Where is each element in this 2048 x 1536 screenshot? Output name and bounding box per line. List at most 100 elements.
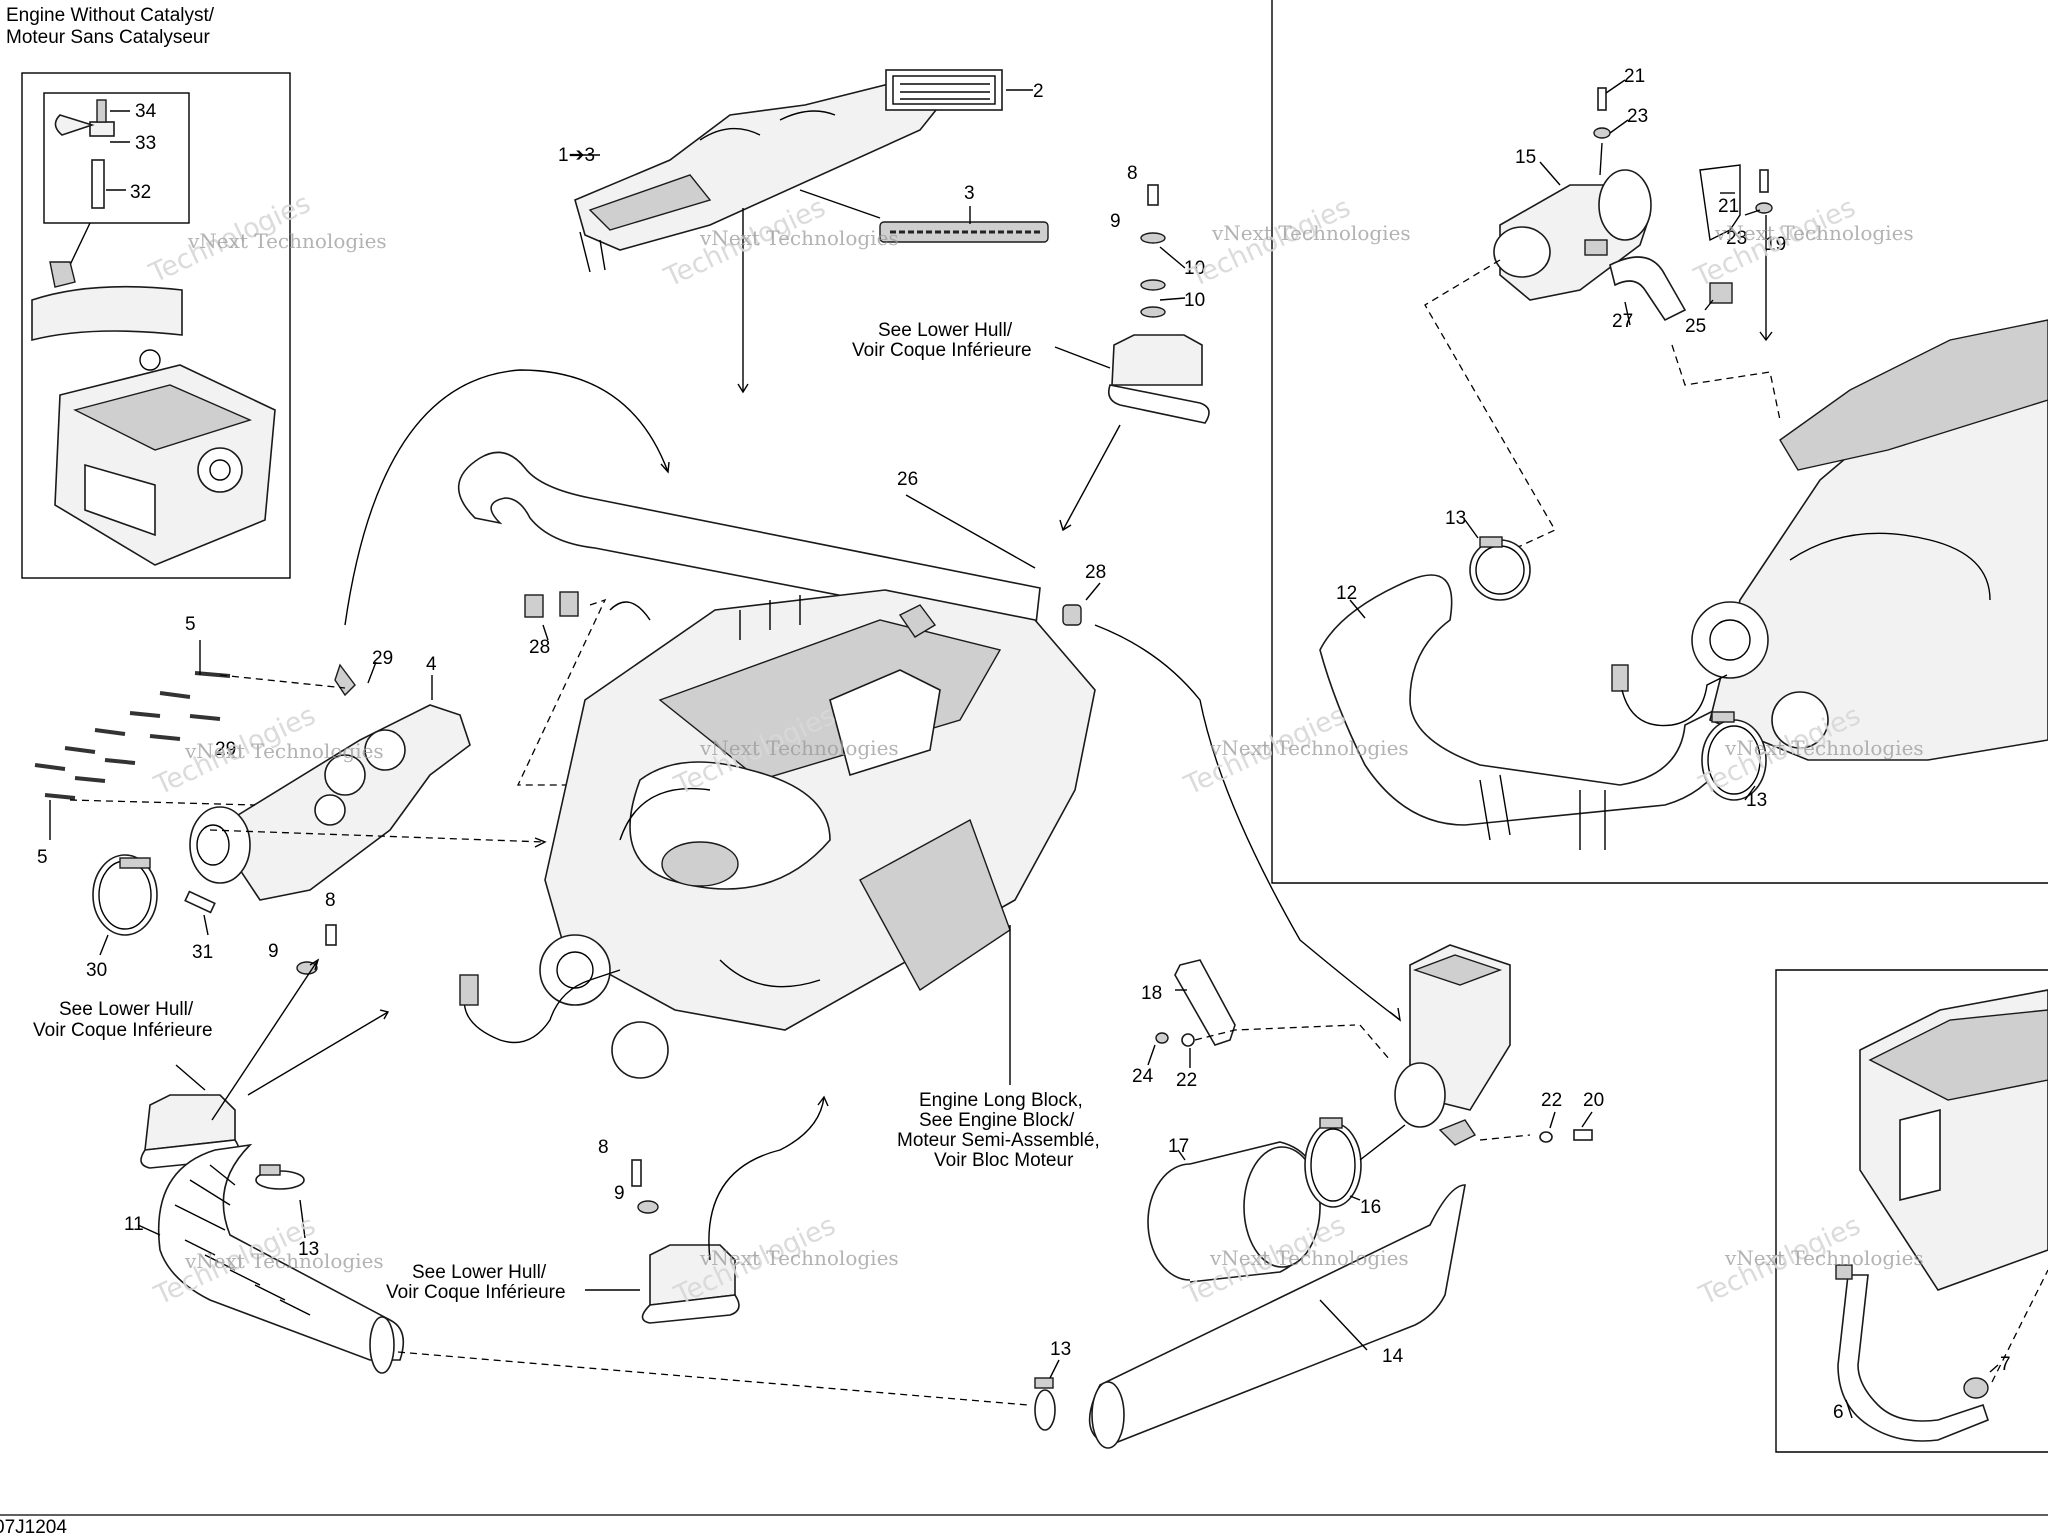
callout-labels: 34 33 32 1➔3 2 3 8 9 10 10 26 28 28 5 5 … <box>37 66 2011 1423</box>
callout-27: 27 <box>1612 311 1633 332</box>
hose-icon-6 <box>1835 1264 1989 1442</box>
callout-33: 33 <box>135 133 156 154</box>
bottom-right-panel-frame <box>1775 969 2048 1453</box>
callout-23-right: 23 <box>1726 228 1747 249</box>
watermark-10a: vNext Technologies <box>699 1246 899 1270</box>
callout-34: 34 <box>135 101 157 122</box>
footer-code: 07J1204 <box>0 1517 67 1536</box>
callout-31: 31 <box>192 942 213 963</box>
note-engine-block-line2: See Engine Block/ <box>919 1110 1075 1131</box>
engine-right-icon <box>1691 319 2048 761</box>
callout-24: 24 <box>1132 1066 1154 1087</box>
callout-32: 32 <box>130 182 151 203</box>
inset-engine-illustration <box>54 364 276 566</box>
bolt-icons-left <box>34 671 231 800</box>
callout-10a: 10 <box>1184 258 1205 279</box>
note-lower-hull-top-line1: See Lower Hull/ <box>878 320 1013 341</box>
intake-hose-icon <box>157 1143 405 1374</box>
callout-21-right: 21 <box>1718 196 1739 217</box>
wiring-sensor-icon-main <box>459 969 621 1044</box>
callout-9-left: 9 <box>268 941 279 962</box>
note-engine-block: Engine Long Block, See Engine Block/ Mot… <box>897 1090 1100 1171</box>
bolt-icon-21a <box>1597 87 1607 111</box>
right-panel-frame <box>1271 0 2048 884</box>
watermark-3a: vNext Technologies <box>1211 221 1411 245</box>
callout-8-left: 8 <box>325 890 336 911</box>
callout-5-bottom: 5 <box>37 847 48 868</box>
callout-23-top: 23 <box>1627 106 1648 127</box>
callout-22-right: 22 <box>1541 1090 1562 1111</box>
watermark-12a: vNext Technologies <box>1724 1246 1924 1270</box>
callout-11: 11 <box>124 1214 144 1235</box>
watermark-9a: vNext Technologies <box>184 1249 384 1273</box>
water-box-icon <box>1394 944 1511 1146</box>
watermark-8a: vNext Technologies <box>1724 736 1924 760</box>
callout-8-bottom: 8 <box>598 1137 609 1158</box>
decal-icon <box>879 69 1049 243</box>
callout-29-mid: 29 <box>215 739 236 760</box>
callout-30: 30 <box>86 960 107 981</box>
watermark-5a: vNext Technologies <box>184 739 384 763</box>
callout-16: 16 <box>1360 1197 1381 1218</box>
wiring-sensor-icon-right <box>1611 664 1728 727</box>
note-lower-hull-top: See Lower Hull/ Voir Coque Inférieure <box>852 320 1032 361</box>
callout-13-left: 13 <box>298 1239 319 1260</box>
callout-17: 17 <box>1168 1136 1189 1157</box>
watermark-7a: vNext Technologies <box>1209 736 1409 760</box>
callout-12: 12 <box>1336 583 1357 604</box>
callout-28-left: 28 <box>529 637 550 658</box>
engine-mount-icon-bottom <box>631 1159 740 1324</box>
watermark-2a: vNext Technologies <box>699 226 899 250</box>
water-hose-icon <box>457 451 1082 634</box>
tbody-icon-15 <box>1493 169 1652 301</box>
bolt-washer-icon-left <box>296 924 337 975</box>
clamp-icon-16 <box>1304 1117 1362 1208</box>
note-engine-block-line3: Moteur Semi-Assemblé, <box>897 1130 1100 1151</box>
callout-26: 26 <box>897 469 918 490</box>
callout-13-bottom: 13 <box>1050 1339 1071 1360</box>
washer-icon-22b <box>1539 1131 1553 1143</box>
note-engine-block-line4: Voir Bloc Moteur <box>934 1150 1074 1171</box>
washer-icon-23a <box>1593 127 1611 139</box>
callout-20: 20 <box>1583 1090 1604 1111</box>
callout-10b: 10 <box>1184 290 1205 311</box>
watermark-6a: vNext Technologies <box>699 736 899 760</box>
note-lower-hull-bottom-line1: See Lower Hull/ <box>412 1262 547 1283</box>
callout-21-top: 21 <box>1624 66 1645 87</box>
callout-18: 18 <box>1141 983 1162 1004</box>
note-lower-hull-left-line1: See Lower Hull/ <box>59 999 194 1020</box>
clamp-icon-13-right-top <box>1469 536 1531 601</box>
callout-2: 2 <box>1033 81 1044 102</box>
engine-small-icon <box>1859 989 2048 1291</box>
engine-mount-icon-top <box>1107 184 1210 424</box>
callout-14: 14 <box>1382 1346 1404 1367</box>
note-lower-hull-left-line2: Voir Coque Inférieure <box>33 1020 213 1041</box>
clamp-icon-30 <box>92 854 158 936</box>
hose-icon-27 <box>1609 256 1687 322</box>
header-title-line1: Engine Without Catalyst/ <box>6 5 215 26</box>
callout-1-to-3: 1➔3 <box>558 145 595 166</box>
note-engine-block-line1: Engine Long Block, <box>919 1090 1083 1111</box>
callout-15: 15 <box>1515 147 1536 168</box>
header-title-line2: Moteur Sans Catalyseur <box>6 27 210 48</box>
watermark-11a: vNext Technologies <box>1209 1246 1409 1270</box>
inset-vent-valve <box>54 99 130 266</box>
note-lower-hull-top-line2: Voir Coque Inférieure <box>852 340 1032 361</box>
callout-19: 19 <box>1765 234 1786 255</box>
watermark-1a: vNext Technologies <box>187 229 387 253</box>
callout-6: 6 <box>1833 1402 1844 1423</box>
nut-icon-24 <box>1155 1032 1169 1044</box>
washer-icon-23b <box>1755 202 1773 214</box>
bolt-icon-21b <box>1759 169 1769 193</box>
callout-8-top: 8 <box>1127 163 1138 184</box>
watermark-4a: vNext Technologies <box>1714 221 1914 245</box>
note-lower-hull-bottom: See Lower Hull/ Voir Coque Inférieure <box>386 1262 566 1303</box>
clamp-icon-13-right-bottom <box>1701 711 1767 801</box>
inset-frame-engine-without-catalyst <box>21 72 291 579</box>
note-lower-hull-left: See Lower Hull/ Voir Coque Inférieure <box>33 999 213 1041</box>
clamp-icon-13-left <box>255 1164 305 1190</box>
pin-icon-31 <box>184 890 216 914</box>
callout-22-left: 22 <box>1176 1070 1197 1091</box>
exhaust-hose-icon-12 <box>1319 574 1746 850</box>
